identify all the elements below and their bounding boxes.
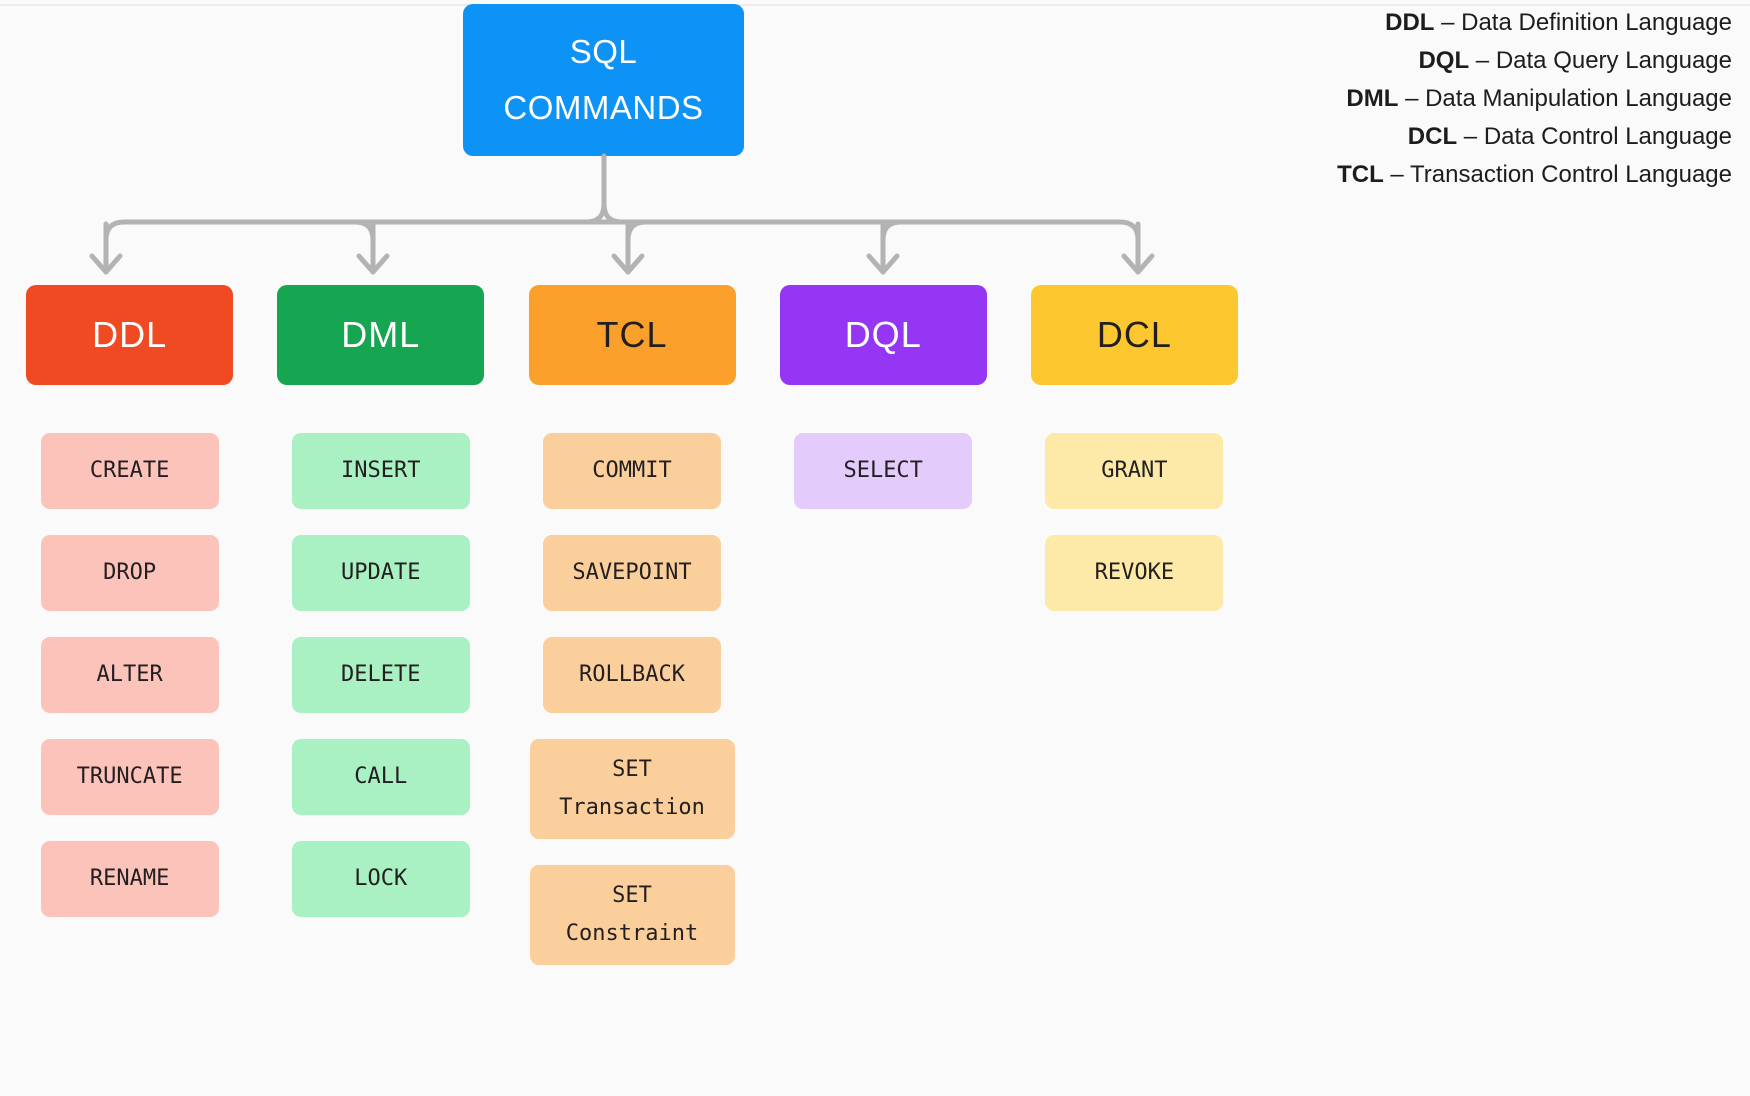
connector-path: [601, 201, 625, 225]
command-box[interactable]: DROP: [40, 535, 219, 611]
category-header-dml[interactable]: DML: [277, 285, 485, 385]
connector-path: [866, 253, 900, 275]
connector-path: [625, 219, 649, 243]
legend-item: TCL – Transaction Control Language: [1337, 156, 1732, 194]
command-box[interactable]: CALL: [291, 739, 470, 815]
category-column-ddl: DDL CREATE DROP ALTER TRUNCATE RENAME: [4, 285, 255, 1075]
command-box[interactable]: SET Constraint: [529, 865, 735, 965]
command-box[interactable]: GRANT: [1045, 433, 1224, 509]
legend-abbreviation: DCL: [1407, 123, 1458, 150]
category-column-dql: DQL SELECT: [758, 285, 1009, 1075]
connector-path: [611, 253, 645, 275]
command-box[interactable]: LOCK: [291, 841, 470, 917]
command-box[interactable]: CREATE: [40, 433, 219, 509]
category-column-dml: DML INSERT UPDATE DELETE CALL LOCK: [255, 285, 506, 1075]
command-box[interactable]: SET Transaction: [529, 739, 735, 839]
command-box[interactable]: INSERT: [291, 433, 470, 509]
command-box[interactable]: TRUNCATE: [40, 739, 219, 815]
command-box[interactable]: ALTER: [40, 637, 219, 713]
command-box[interactable]: COMMIT: [543, 433, 721, 509]
legend-description: Data Control Language: [1483, 123, 1732, 150]
category-header-tcl[interactable]: TCL: [528, 285, 736, 385]
command-box-line: Transaction: [559, 795, 705, 820]
root-node-line-2: COMMANDS: [503, 89, 704, 126]
legend-item: DCL – Data Control Language: [1337, 118, 1732, 156]
legend-item: DML – Data Manipulation Language: [1337, 80, 1732, 118]
legend-abbreviation: DML: [1346, 85, 1399, 112]
legend-dash: –: [1383, 161, 1411, 188]
command-box[interactable]: DELETE: [291, 637, 470, 713]
legend-item: DDL – Data Definition Language: [1337, 4, 1732, 42]
root-node-line-1: SQL: [569, 33, 638, 70]
top-divider: [0, 4, 1750, 6]
category-header-dql[interactable]: DQL: [779, 285, 987, 385]
command-box[interactable]: ROLLBACK: [543, 637, 721, 713]
legend-description: Data Manipulation Language: [1425, 85, 1732, 112]
connector-path: [89, 253, 123, 275]
connector-path: [352, 219, 376, 243]
legend-description: Data Definition Language: [1461, 9, 1732, 36]
legend-description: Transaction Control Language: [1410, 161, 1732, 188]
connector-path: [356, 253, 390, 275]
category-columns: DDL CREATE DROP ALTER TRUNCATE RENAME DML INSER…: [0, 285, 1260, 1075]
legend-description: Data Query Language: [1495, 47, 1732, 74]
connector-path: [1121, 253, 1155, 275]
connector-path: [880, 219, 904, 243]
legend-item: DQL – Data Query Language: [1337, 42, 1732, 80]
command-box[interactable]: RENAME: [40, 841, 219, 917]
legend-abbreviation: DDL: [1385, 9, 1435, 36]
root-node-sql-commands[interactable]: SQL COMMANDS: [463, 4, 744, 156]
category-header-ddl[interactable]: DDL: [26, 285, 234, 385]
category-header-dcl[interactable]: DCL: [1030, 285, 1238, 385]
command-box-line: SET: [612, 757, 652, 782]
legend-dash: –: [1457, 123, 1484, 150]
connector-lines: [89, 153, 1155, 275]
command-box[interactable]: UPDATE: [291, 535, 470, 611]
legend-abbreviation: TCL: [1337, 161, 1384, 188]
command-box[interactable]: SELECT: [794, 433, 973, 509]
connector-path: [583, 201, 607, 225]
legend-dash: –: [1398, 85, 1426, 112]
legend-dash: –: [1469, 47, 1496, 74]
command-box[interactable]: SAVEPOINT: [543, 535, 721, 611]
command-box-line: SET: [612, 883, 652, 908]
category-column-tcl: TCL COMMIT SAVEPOINT ROLLBACK SET Transaction…: [506, 285, 757, 1075]
command-box-line: Constraint: [565, 921, 699, 946]
legend-abbreviation: DQL: [1418, 47, 1470, 74]
legend-dash: –: [1434, 9, 1462, 36]
connector-path: [103, 219, 1141, 243]
category-column-dcl: DCL GRANT REVOKE: [1009, 285, 1260, 1075]
command-box[interactable]: REVOKE: [1045, 535, 1224, 611]
